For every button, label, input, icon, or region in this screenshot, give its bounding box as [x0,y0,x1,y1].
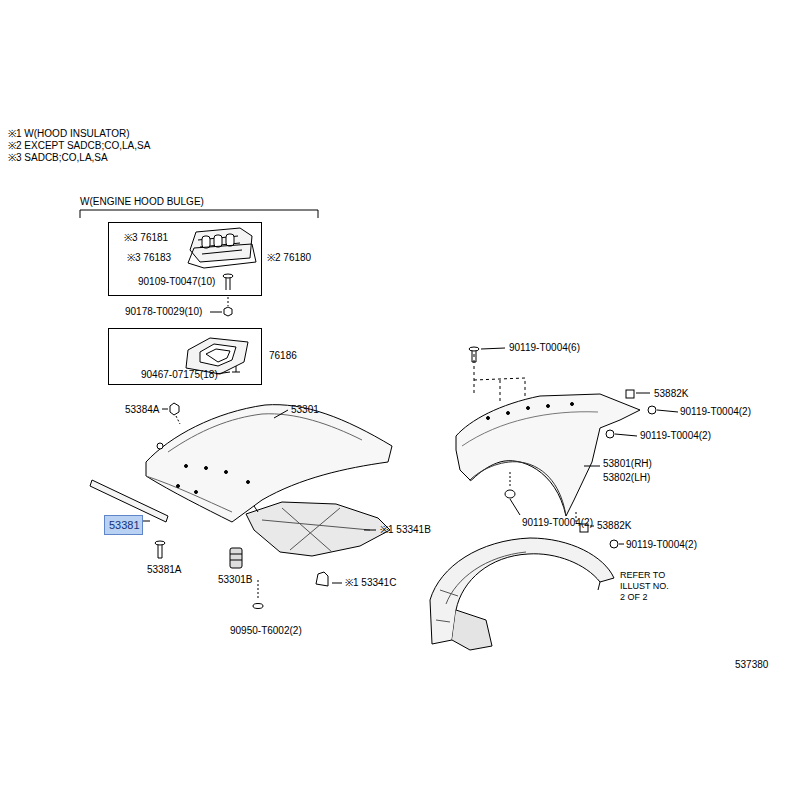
callout-number: 90119-T0004(6) [509,342,580,354]
part-number: 90109-T0047(10) [138,276,215,288]
reference-note: REFER TO ILLUST NO. 2 OF 2 [620,570,672,603]
callout-number: 53301B [218,574,252,586]
part-number: 90467-07175(18) [141,369,218,381]
callout-number: 90119-T0004(2) [640,430,711,442]
part-number: 53381 [109,519,140,531]
callout-number: 53802(LH) [603,472,650,484]
callout-number: 53384A [125,404,159,416]
part-number: 76186 [269,350,297,362]
callout-number: 90119-T0004(2) [680,406,751,418]
callout-number: 90119-T0004(2) [522,517,593,529]
callout-number: 90950-T6002(2) [230,625,302,637]
callout-number: 53882K [654,388,688,400]
footnote: ※2 EXCEPT SADCB;CO,LA,SA [8,140,150,152]
callout-number: 53801(RH) [603,458,652,470]
part-number: ※2 76180 [267,252,311,264]
highlighted-part-number: 53381 [104,515,143,535]
callout-number: ※1 53341C [345,577,396,589]
parts-group-box: 7618690467-07175(18) [108,328,262,385]
part-number: ※3 76181 [124,232,168,244]
callout-number: 53882K [597,520,631,532]
footnote: ※3 SADCB;CO,LA,SA [8,152,108,164]
parts-group-box: ※3 76181※3 76183※2 7618090109-T0047(10) [108,222,262,296]
callout-number: 53301 [291,404,319,416]
callout-number: W(ENGINE HOOD BULGE) [80,196,204,208]
callout-number: 90119-T0004(2) [626,539,697,551]
footnote: ※1 W(HOOD INSULATOR) [8,128,130,140]
callout-number: 90178-T0029(10) [125,306,202,318]
callout-number: 53381A [147,564,181,576]
part-number: ※3 76183 [127,252,171,264]
illustration-number: 537380 [735,659,768,671]
callout-number: ※1 53341B [380,524,431,536]
